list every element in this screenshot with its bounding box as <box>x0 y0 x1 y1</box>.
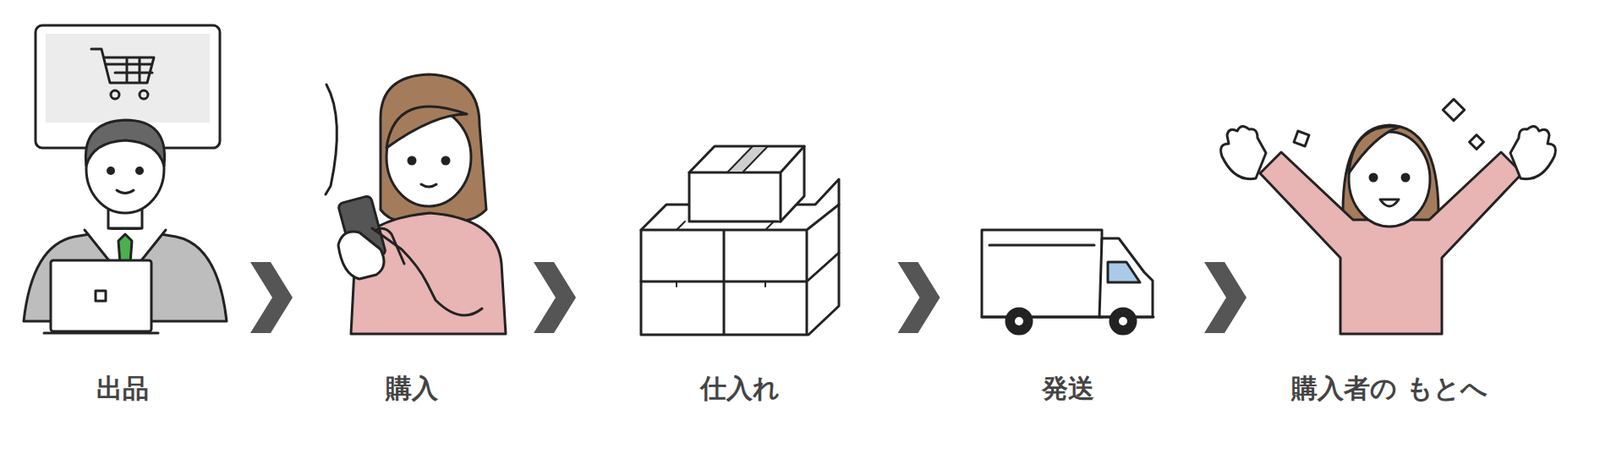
chevron-arrow <box>1204 262 1247 334</box>
step-label: 出品 <box>96 365 149 411</box>
step-label: 仕入れ <box>700 365 780 411</box>
chevron-arrow <box>898 262 941 334</box>
step-node: 発送 <box>970 16 1166 411</box>
chevron-arrow <box>250 262 293 334</box>
step-node: 出品 <box>29 16 216 411</box>
buyer-illustration <box>325 74 506 335</box>
receiver-illustration <box>1221 98 1557 335</box>
step-label: 発送 <box>1041 365 1095 411</box>
boxes-illustration <box>641 146 839 335</box>
step-node: 仕入れ <box>613 16 867 411</box>
step-label: 購入 <box>385 365 439 411</box>
step-node: 購入者の もとへ <box>1285 16 1494 411</box>
seller-illustration <box>23 25 227 334</box>
truck-illustration <box>981 230 1154 335</box>
step-node: 購入 <box>327 16 497 411</box>
step-label: 購入者の もとへ <box>1291 365 1488 411</box>
chevron-arrow <box>533 262 576 334</box>
